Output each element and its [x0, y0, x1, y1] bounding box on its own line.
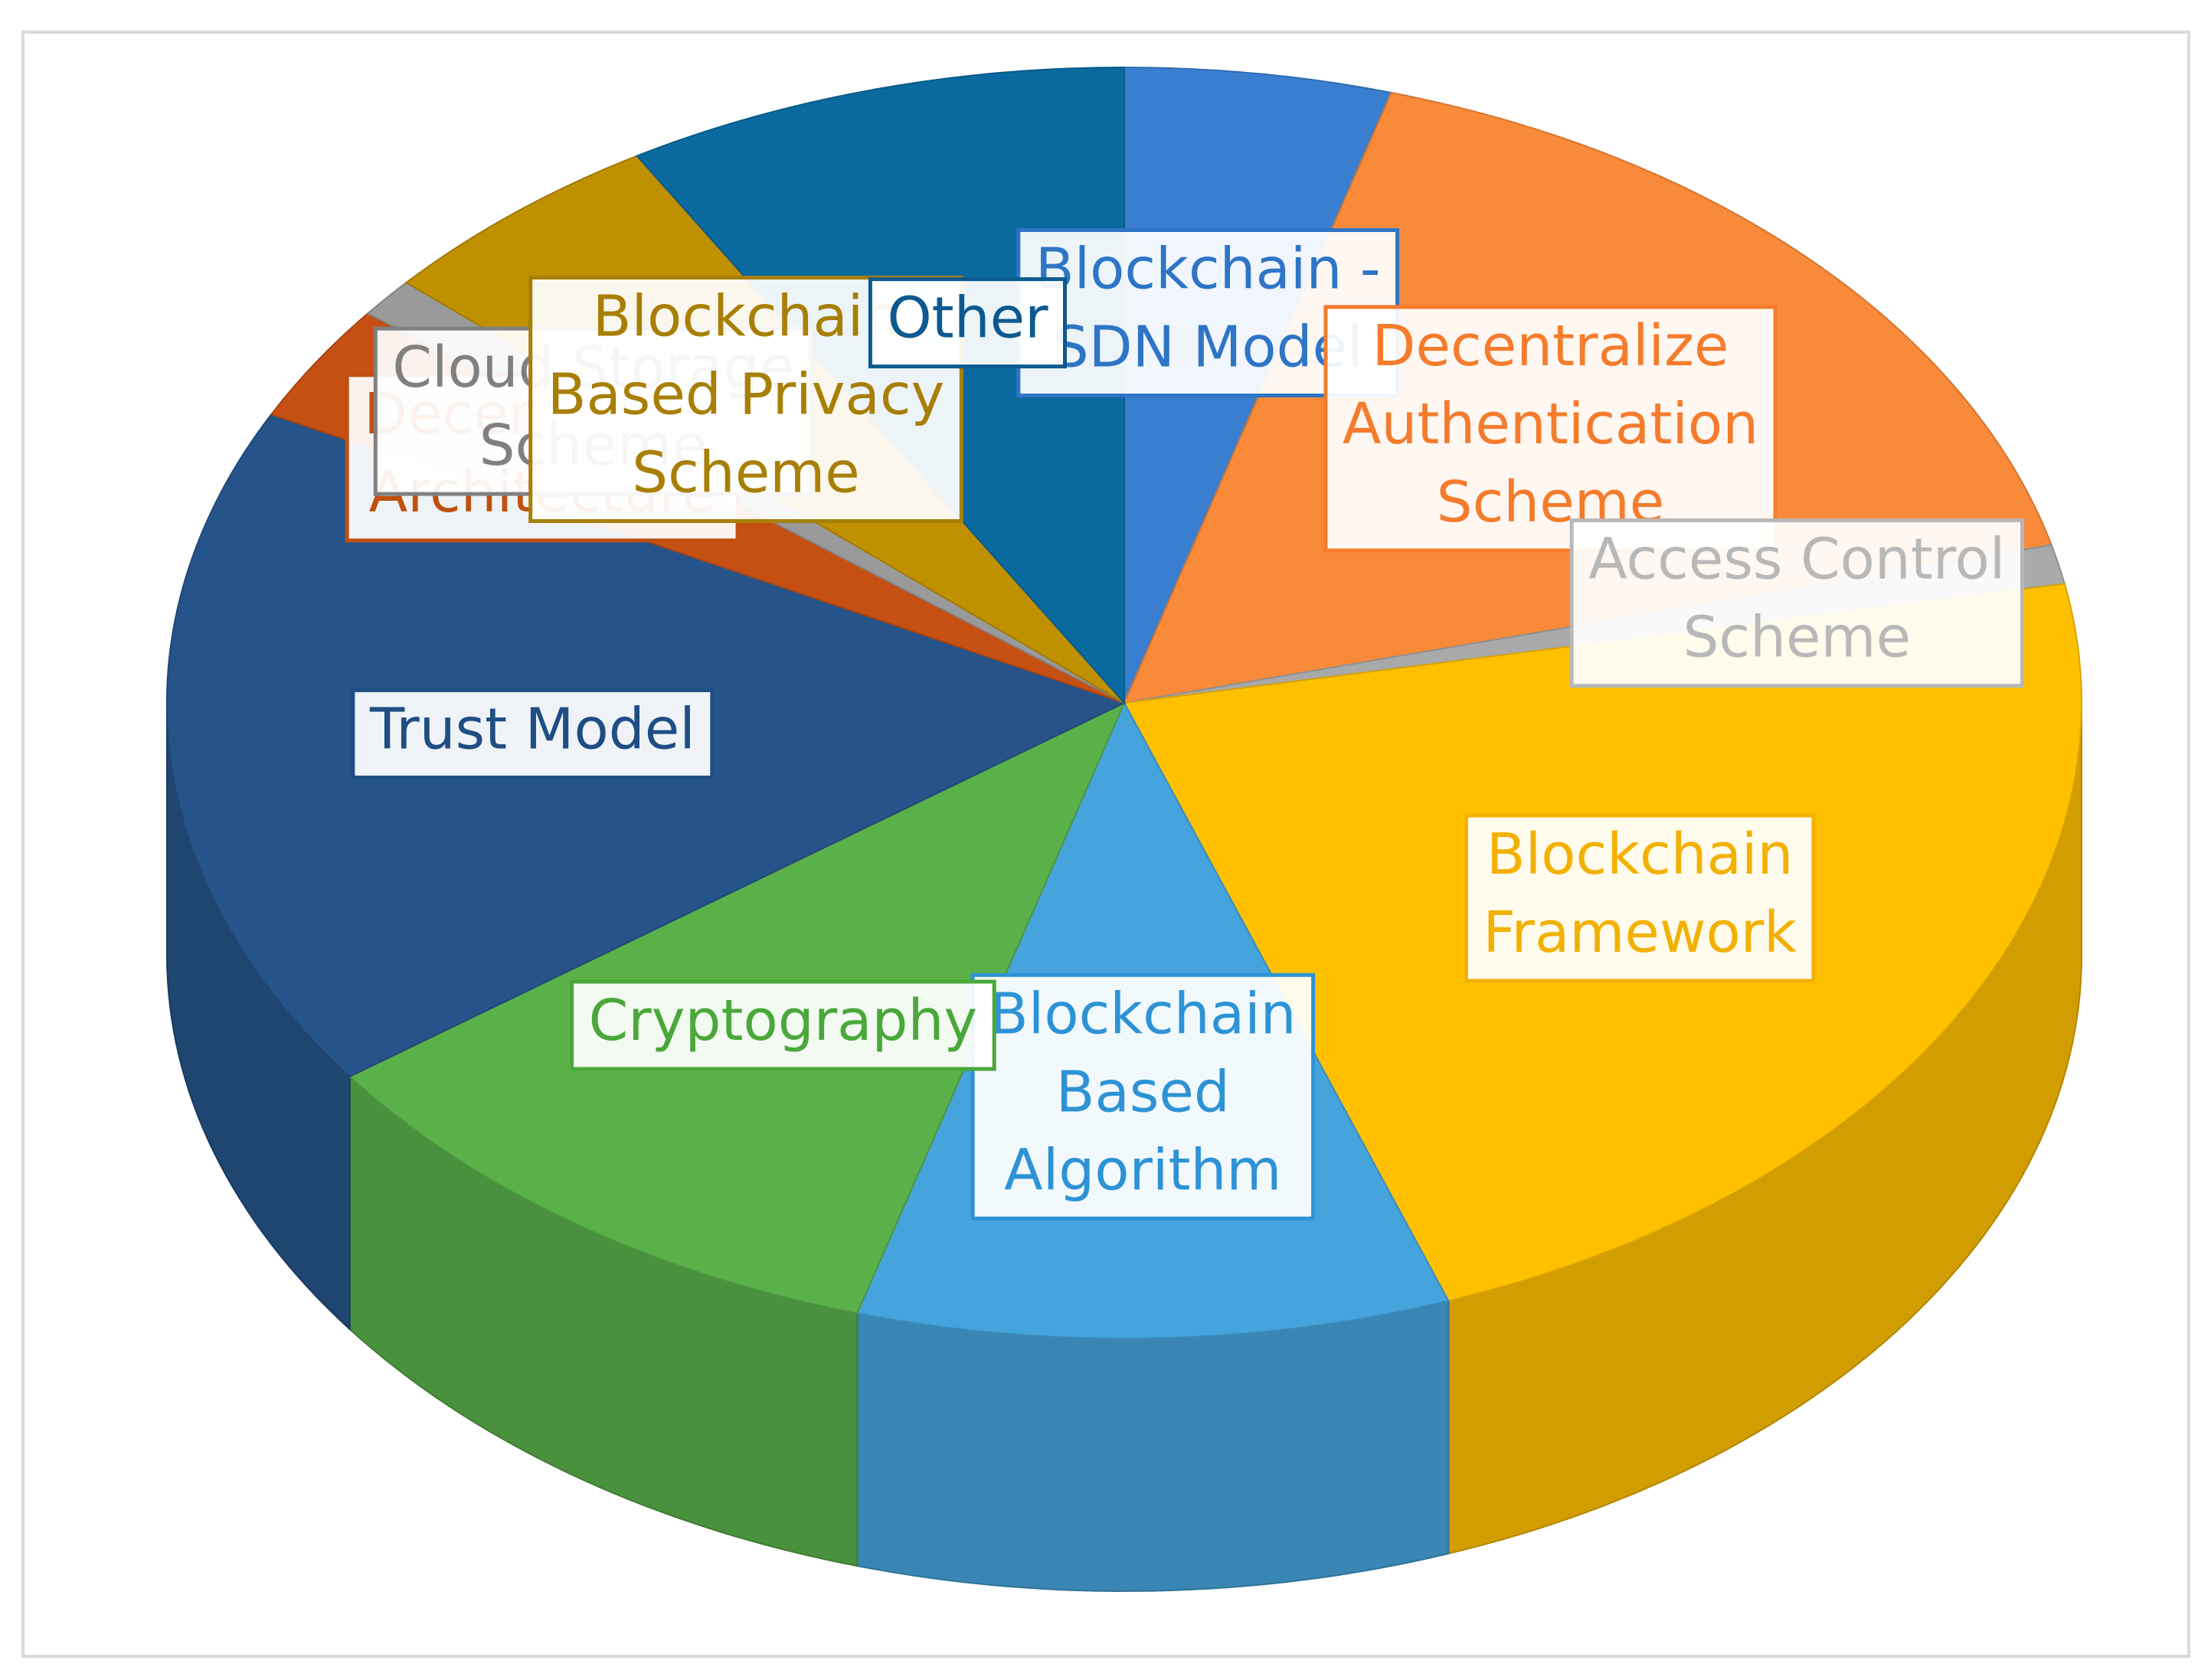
- slice-side-blockchain-based-algorithm: [856, 1299, 1450, 1593]
- label-text-blockchain-sdn-model: Blockchain -SDN Model: [1035, 237, 1381, 381]
- label-text-trust-model: Trust Model: [369, 696, 695, 762]
- label-other: Other: [868, 277, 1068, 369]
- label-text-cryptography: Cryptography: [589, 988, 978, 1054]
- label-trust-model: Trust Model: [351, 688, 715, 780]
- label-text-other: Other: [887, 286, 1048, 351]
- label-cryptography: Cryptography: [570, 979, 996, 1071]
